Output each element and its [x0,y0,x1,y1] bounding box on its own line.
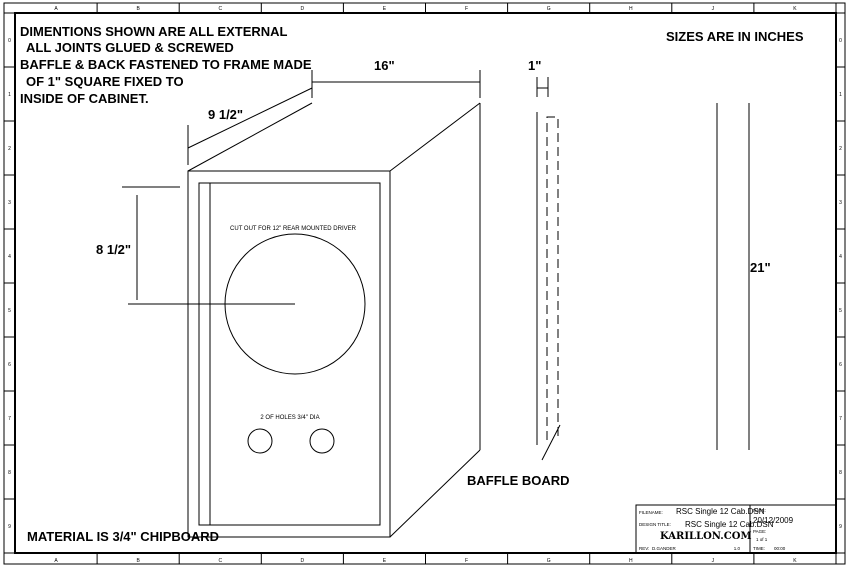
column-label: H [629,6,633,12]
row-label: 5 [839,308,842,314]
holes-label: 2 OF HOLES 3/4" DIA [260,415,319,421]
material-note: MATERIAL IS 3/4" CHIPBOARD [27,529,219,544]
row-label: 6 [8,362,11,368]
filename: RSC Single 12 Cab.DSN [676,507,765,516]
row-label: 6 [839,362,842,368]
column-label: E [383,558,387,564]
row-label: 9 [839,524,842,530]
date: 20/12/2009 [753,516,794,525]
note-line-1: DIMENTIONS SHOWN ARE ALL EXTERNAL [20,24,288,39]
port-hole-left [247,428,273,454]
row-label: 0 [839,38,842,44]
column-label: A [54,558,58,564]
column-label: F [465,558,468,564]
column-label: C [218,558,222,564]
row-label: 9 [8,524,11,530]
svg-text:TIME:: TIME: [753,546,765,551]
row-label: 7 [839,416,842,422]
column-label: B [136,6,140,12]
row-label: 1 [839,92,842,98]
row-label: 0 [8,38,11,44]
column-label: F [465,6,468,12]
column-labels: A A B B C C D D E E F F G G H H J J K K [54,3,837,564]
column-label: J [712,558,715,564]
cutout-label: CUT OUT FOR 12" REAR MOUNTED DRIVER [230,226,357,232]
column-label: A [54,6,58,12]
svg-text:DATE:: DATE: [753,508,766,513]
svg-text:REV:: REV: [639,546,649,551]
svg-text:PAGE:: PAGE: [753,529,766,534]
height-dimension: 21" [750,260,771,275]
design-title: RSC Single 12 Cab.DSN [685,520,774,529]
row-label: 2 [839,146,842,152]
row-label: 4 [8,254,11,260]
column-label: K [793,558,797,564]
row-label: 8 [839,470,842,476]
column-label: J [712,6,715,12]
row-label: 3 [8,200,11,206]
column-label: G [547,558,551,564]
width-dimension: 9 1/2" [208,107,243,122]
column-label: C [218,6,222,12]
title-block: FILENAME: RSC Single 12 Cab.DSN DESIGN T… [635,504,837,554]
port-hole-right [309,428,335,454]
baffle-thickness-dimension: 1" [528,58,541,73]
svg-text:1.0: 1.0 [734,546,741,551]
karillon-logo: KARILLON.COM [660,531,752,542]
row-labels: 0 0 1 1 2 2 3 3 4 4 5 5 6 6 7 7 8 8 9 9 [4,12,845,554]
sizes-note: SIZES ARE IN INCHES [666,29,804,44]
column-label: B [136,558,140,564]
note-line-3: BAFFLE & BACK FASTENED TO FRAME MADE [20,57,312,72]
svg-text:00:00: 00:00 [774,546,786,551]
cabinet-isometric [187,102,481,538]
baffle-side-view [536,112,561,461]
note-line-2: ALL JOINTS GLUED & SCREWED [26,40,234,55]
svg-text:1 of 1: 1 of 1 [756,537,768,542]
row-label: 5 [8,308,11,314]
svg-text:DESIGN TITLE:: DESIGN TITLE: [639,522,671,527]
note-line-5: INSIDE OF CABINET. [20,91,149,106]
svg-text:D.GANDER: D.GANDER [652,546,677,551]
row-label: 4 [839,254,842,260]
column-label: G [547,6,551,12]
depth-dimension: 16" [374,58,395,73]
baffle-board-label: BAFFLE BOARD [467,473,570,488]
column-label: E [383,6,387,12]
row-label: 8 [8,470,11,476]
note-line-4: OF 1" SQUARE FIXED TO [26,74,184,89]
row-label: 3 [839,200,842,206]
row-label: 2 [8,146,11,152]
svg-text:FILENAME:: FILENAME: [639,510,663,515]
column-label: H [629,558,633,564]
dimension-lines [122,70,750,450]
row-label: 1 [8,92,11,98]
row-label: 7 [8,416,11,422]
column-label: D [301,6,305,12]
column-label: D [301,558,305,564]
driver-center-dimension: 8 1/2" [96,242,131,257]
column-label: K [793,6,797,12]
